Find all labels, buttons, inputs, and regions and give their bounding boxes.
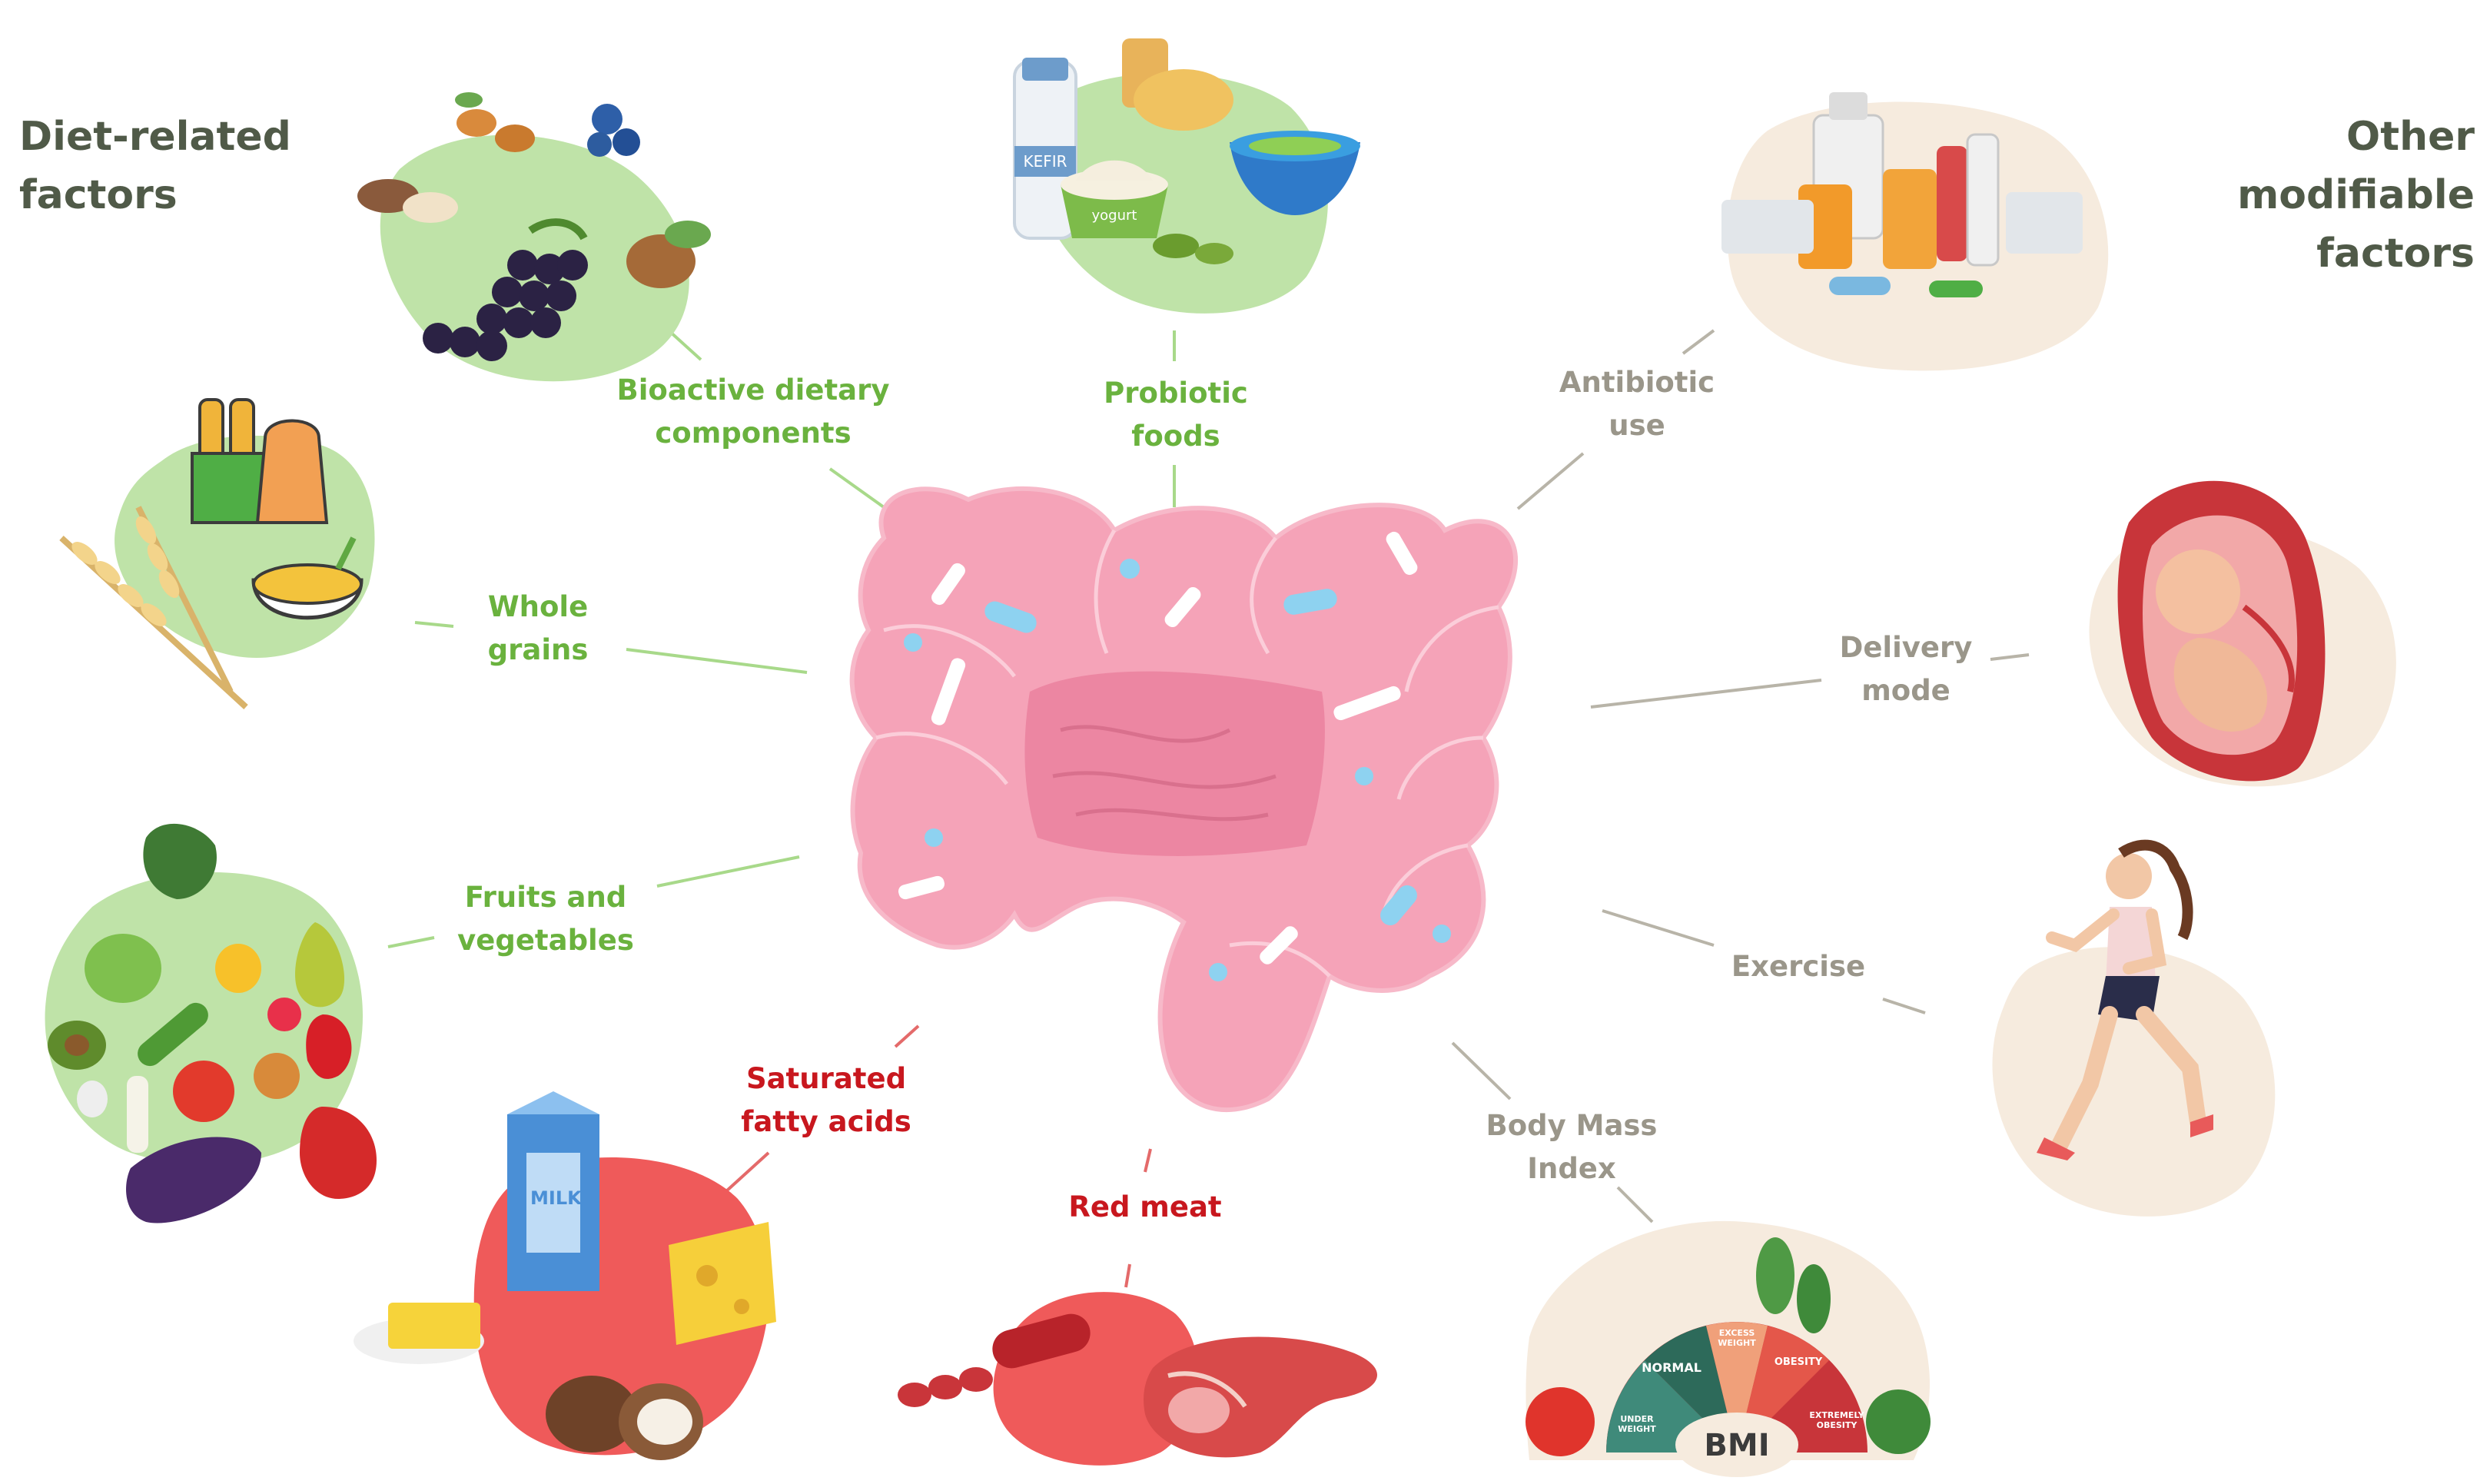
saturated-fat-illustration	[354, 1091, 776, 1460]
bioactive-illustration	[357, 92, 711, 382]
label-fruits-vegetables-line2: vegetables	[457, 924, 634, 957]
other-modifiable-header-line3: factors	[2316, 231, 2475, 277]
label-delivery-line1: Delivery	[1839, 631, 1973, 664]
diet-related-header: Diet-related factors	[19, 108, 291, 224]
label-antibiotic-line1: Antibiotic	[1559, 366, 1715, 399]
fruits-vegetables-illustration	[45, 823, 377, 1223]
red-meat-illustration	[898, 1292, 1378, 1466]
other-modifiable-header: Other modifiable factors	[2213, 108, 2475, 283]
harmful-connectors	[725, 1024, 1152, 1288]
label-fruits-vegetables-line1: Fruits and	[464, 881, 627, 914]
label-fruits-vegetables: Fruits and vegetables	[446, 876, 646, 962]
bmi-excess-text: EXCESS WEIGHT	[1718, 1328, 1756, 1348]
diet-connectors	[387, 329, 1176, 948]
label-exercise: Exercise	[1731, 950, 1866, 983]
label-bioactive: Bioactive dietary components	[599, 369, 907, 455]
label-antibiotic-line2: use	[1609, 409, 1665, 442]
label-whole-grains: Whole grains	[453, 586, 622, 672]
label-delivery-line2: mode	[1861, 674, 1950, 707]
label-saturated-fat-line2: fatty acids	[741, 1105, 911, 1138]
bmi-text: BMI	[1704, 1428, 1770, 1463]
delivery-illustration	[2089, 480, 2396, 787]
label-probiotic: Probiotic foods	[1076, 372, 1276, 458]
label-probiotic-line2: foods	[1131, 420, 1220, 453]
label-saturated-fat: Saturated fatty acids	[715, 1057, 938, 1144]
label-whole-grains-line1: Whole	[487, 590, 589, 623]
label-bioactive-line1: Bioactive dietary	[616, 373, 890, 407]
other-modifiable-header-line1: Other	[2346, 114, 2475, 160]
label-probiotic-line1: Probiotic	[1104, 377, 1248, 410]
other-modifiable-header-line2: modifiable	[2237, 172, 2475, 218]
exercise-illustration	[1992, 839, 2276, 1217]
milk-text: MILK	[530, 1187, 582, 1209]
label-red-meat: Red meat	[1068, 1190, 1222, 1223]
antibiotic-illustration	[1721, 92, 2109, 371]
label-bioactive-line2: components	[655, 417, 852, 450]
label-antibiotic: Antibiotic use	[1529, 361, 1745, 447]
label-bmi-line1: Body Mass	[1486, 1109, 1658, 1142]
bmi-under-text: UNDER WEIGHT	[1618, 1414, 1656, 1434]
diet-related-header-line2: factors	[19, 172, 178, 218]
bmi-normal-text: NORMAL	[1642, 1360, 1702, 1375]
diet-related-header-line1: Diet-related	[19, 114, 291, 160]
gut-illustration	[849, 486, 1519, 1112]
probiotic-illustration	[1013, 38, 1360, 314]
bmi-obesity-text: OBESITY	[1774, 1356, 1823, 1368]
bmi-extreme-text: EXTREMELY OBESITY	[1809, 1410, 1864, 1430]
bmi-illustration	[1526, 1220, 1931, 1477]
label-saturated-fat-line1: Saturated	[745, 1062, 907, 1095]
label-bmi-line2: Index	[1527, 1152, 1616, 1185]
yogurt-text: yogurt	[1091, 207, 1137, 224]
kefir-text: KEFIR	[1023, 152, 1067, 171]
label-delivery: Delivery mode	[1814, 626, 1998, 712]
whole-grains-illustration	[59, 398, 375, 709]
label-bmi: Body Mass Index	[1456, 1104, 1687, 1190]
other-connectors	[1451, 329, 2030, 1223]
label-whole-grains-line2: grains	[487, 633, 589, 666]
